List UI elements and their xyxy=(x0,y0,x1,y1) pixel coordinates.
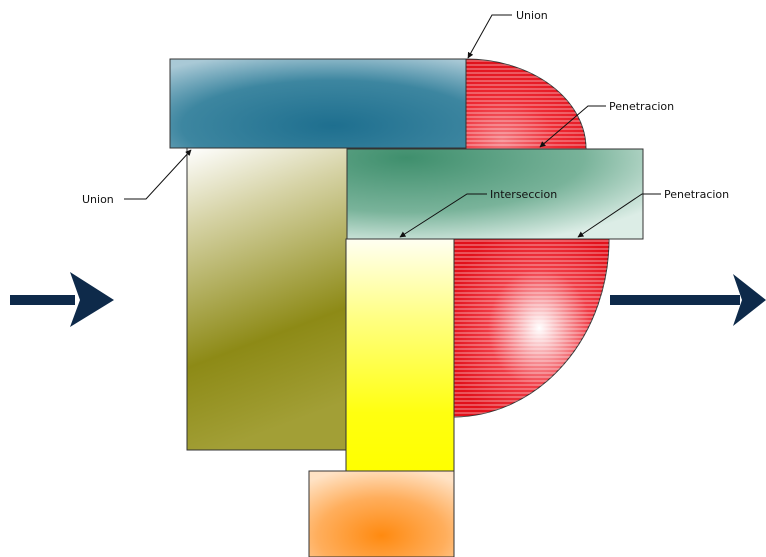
olive-block xyxy=(186,147,348,451)
callout-union-left: Union xyxy=(82,149,192,206)
label-penetracion-right: Penetracion xyxy=(664,188,729,201)
callout-penetracion-right: Penetracion xyxy=(577,188,729,238)
orange-block xyxy=(308,470,455,557)
red-sphere-lower xyxy=(453,238,610,418)
label-interseccion: Interseccion xyxy=(490,188,557,201)
callout-interseccion: Interseccion xyxy=(399,188,557,238)
label-union-top: Union xyxy=(516,9,548,22)
arrow-right-icon xyxy=(10,272,114,327)
blue-block xyxy=(169,58,467,149)
label-penetracion-top: Penetracion xyxy=(609,100,674,113)
red-sphere-upper xyxy=(465,58,587,150)
label-union-left: Union xyxy=(82,193,114,206)
callout-penetracion-top: Penetracion xyxy=(539,100,674,148)
callout-union-top: Union xyxy=(467,9,548,59)
arrow-right-icon xyxy=(610,274,766,326)
green-block xyxy=(346,148,644,240)
yellow-block xyxy=(345,238,455,472)
